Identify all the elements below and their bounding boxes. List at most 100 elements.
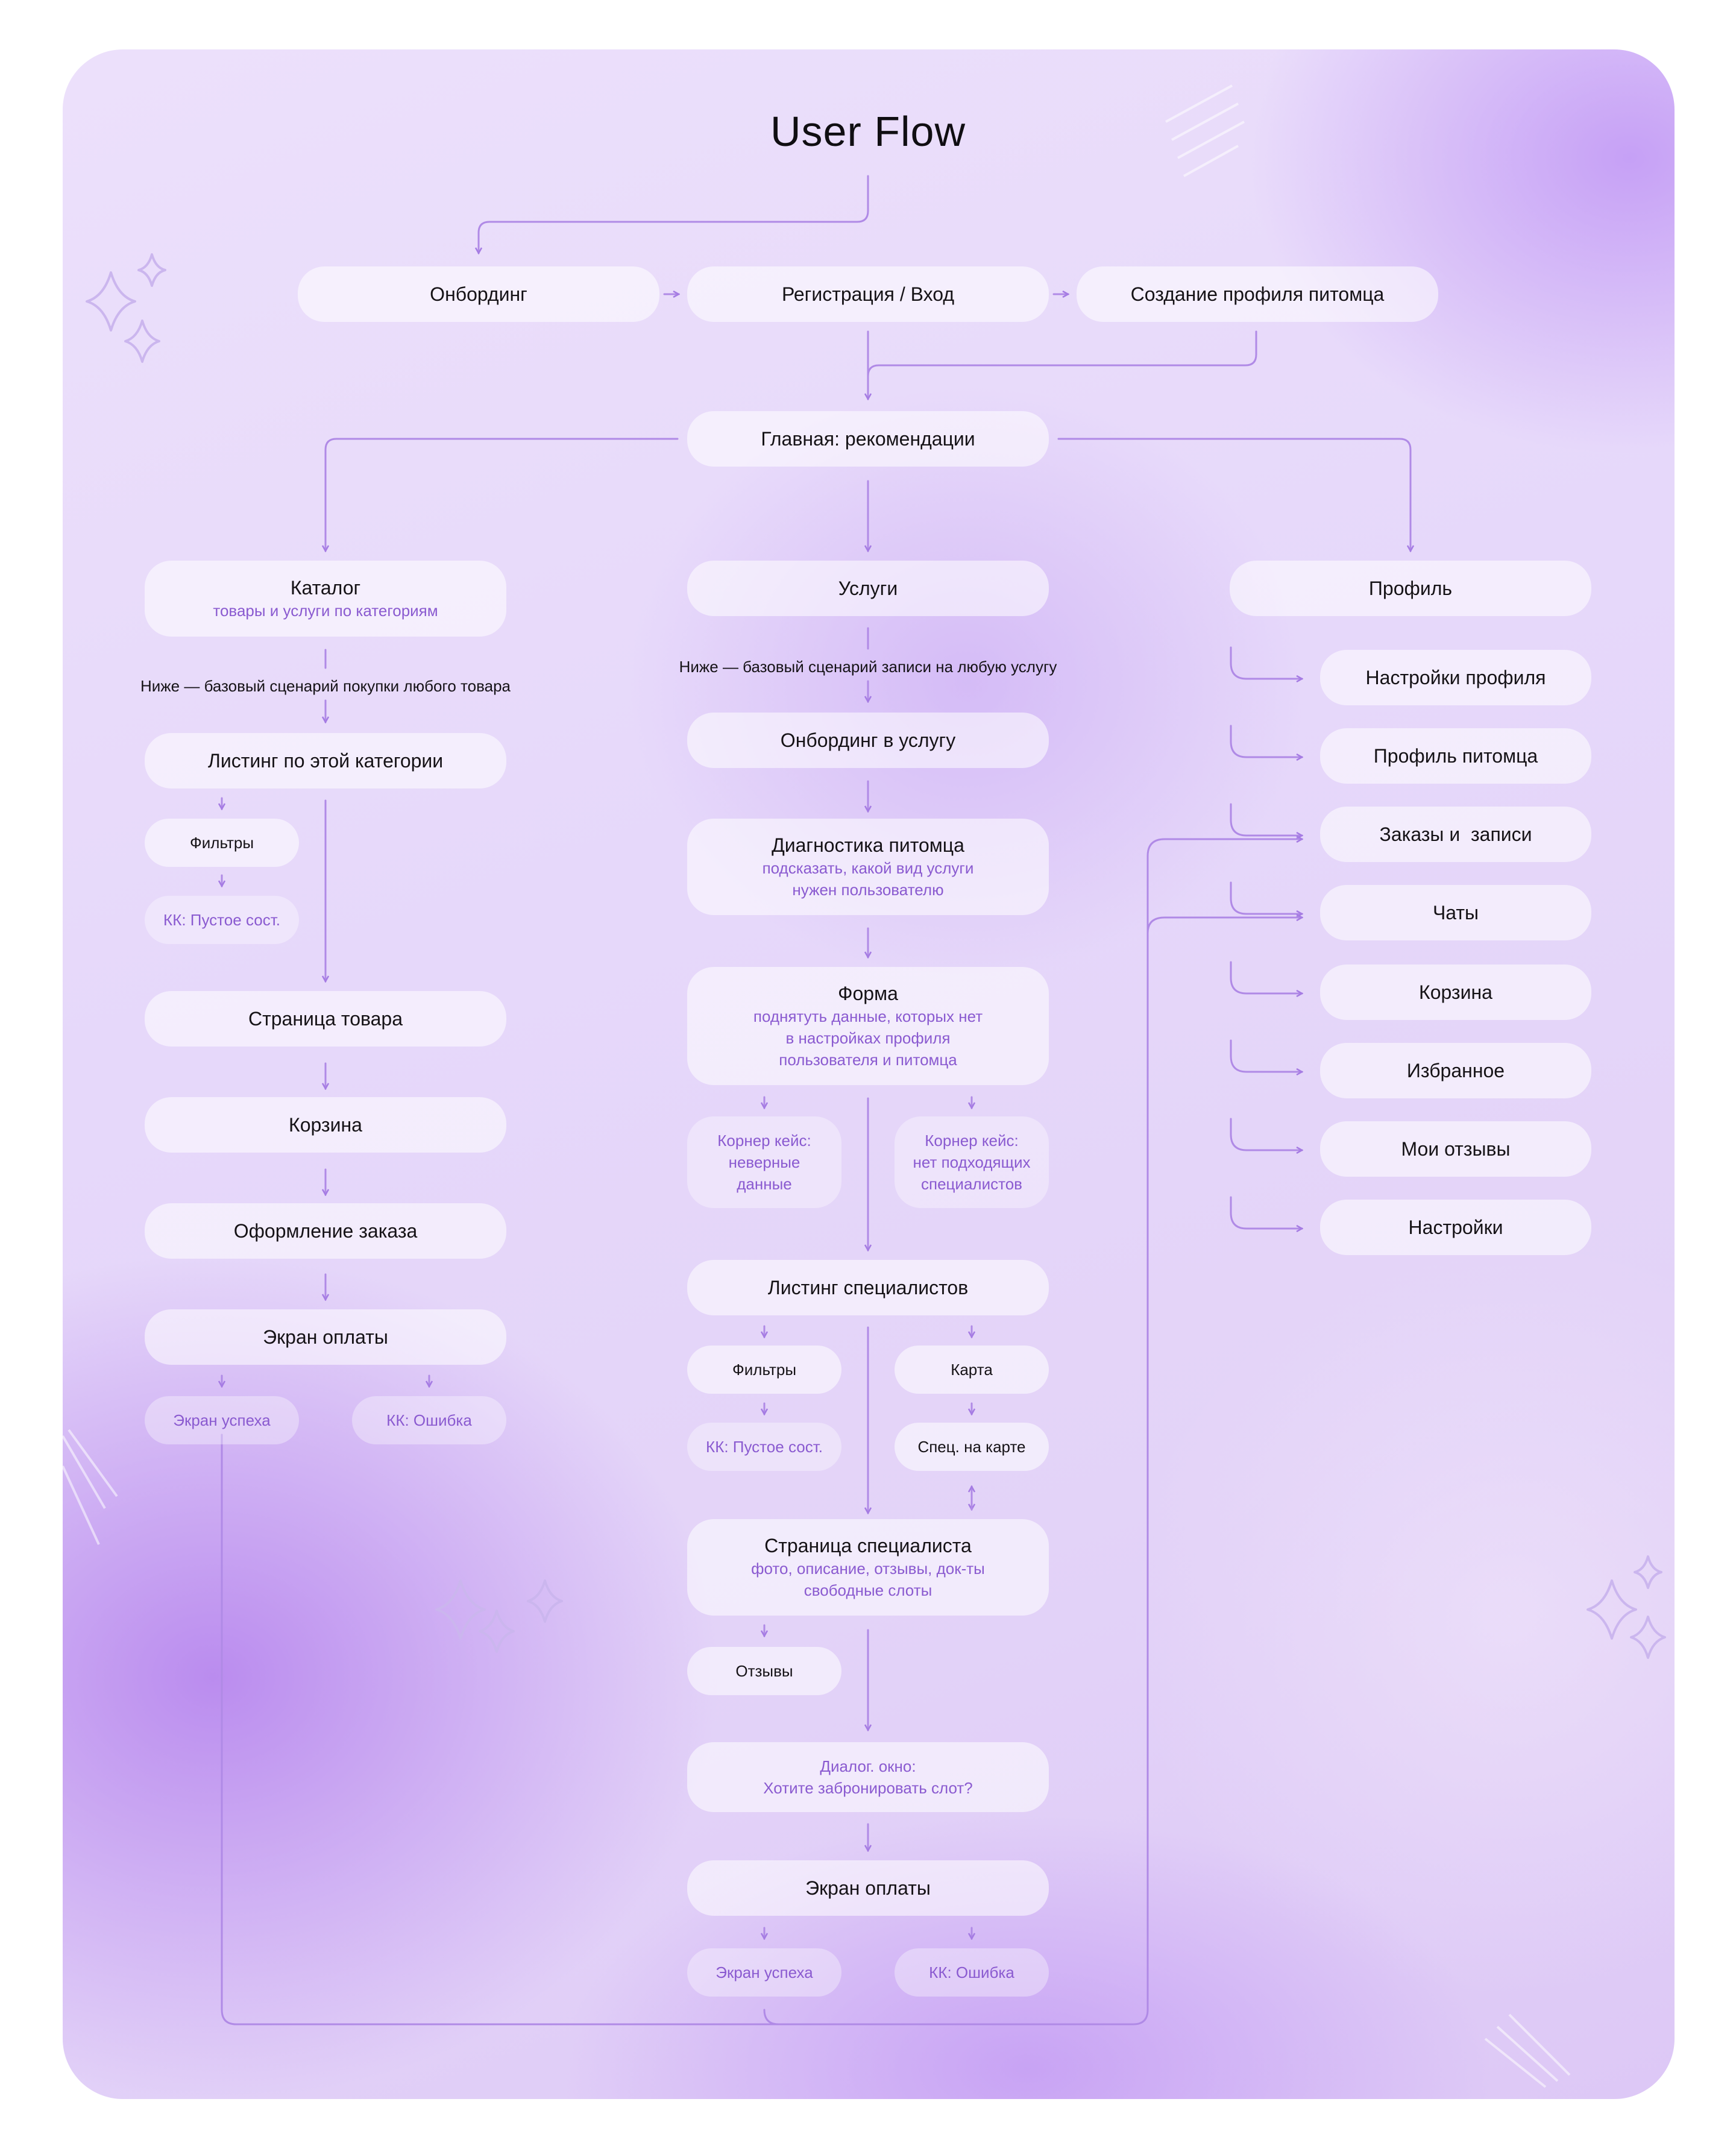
services-error-node: КК: Ошибка (895, 1948, 1049, 1997)
node-label: КК: Ошибка (929, 1963, 1014, 1981)
node-sublabel: в настройках профиля (785, 1029, 951, 1047)
profile-node: Профиль (1230, 561, 1591, 616)
scribble-decoration (1484, 2013, 1571, 2088)
page-title: User Flow (770, 108, 966, 155)
node-label: Чаты (1432, 902, 1479, 924)
services-payment-node: Экран оплаты (687, 1860, 1049, 1916)
node-label: Избранное (1406, 1060, 1505, 1081)
node-label: Настройки профиля (1365, 667, 1546, 688)
node-label: данные (737, 1175, 792, 1193)
profile-item-cart: Корзина (1320, 965, 1591, 1020)
profile-item-pet-profile: Профиль питомца (1320, 728, 1591, 784)
registration-node: Регистрация / Вход (687, 266, 1049, 322)
decorative-background (63, 84, 1666, 2088)
connector (1146, 917, 1302, 934)
booking-dialog-node: Диалог. окно: Хотите забронировать слот? (687, 1742, 1049, 1812)
profile-item-settings: Настройки (1320, 1200, 1591, 1255)
sparkle-icon (479, 1610, 515, 1653)
node-label: Настройки (1408, 1217, 1503, 1238)
onboarding-node: Онбординг (298, 266, 659, 322)
catalog-scenario-note: Ниже — базовый сценарий покупки любого т… (140, 677, 511, 695)
node-label: Отзывы (735, 1662, 793, 1680)
profile-item-favorites: Избранное (1320, 1043, 1591, 1098)
services-node: Услуги (687, 561, 1049, 616)
connector (221, 839, 1302, 2025)
connector (763, 2009, 780, 2025)
scribble-decoration (63, 1429, 118, 1545)
connector (326, 438, 679, 551)
node-label: Создание профиля питомца (1130, 283, 1385, 305)
sparkle-icon (527, 1579, 563, 1623)
node-label: Диалог. окно: (820, 1757, 916, 1775)
home-recommendations-node: Главная: рекомендации (687, 411, 1049, 467)
node-label: Заказы и записи (1379, 823, 1532, 845)
corner-case-no-specialists-node: Корнер кейс: нет подходящих специалистов (895, 1116, 1049, 1208)
node-label: КК: Пустое сост. (706, 1438, 823, 1456)
service-onboarding-node: Онбординг в услугу (687, 713, 1049, 768)
node-label: Каталог (290, 577, 361, 599)
connector (1230, 961, 1302, 993)
node-sublabel: пользователя и питомца (779, 1051, 957, 1069)
node-sublabel: фото, описание, отзывы, док-ты (751, 1560, 985, 1578)
pet-diagnostics-node: Диагностика питомца подсказать, какой ви… (687, 819, 1049, 915)
reviews-node: Отзывы (687, 1647, 841, 1695)
connector (1230, 1039, 1302, 1072)
profile-item-settings-profile: Настройки профиля (1320, 650, 1591, 705)
form-node: Форма поднятуть данные, которых нет в на… (687, 967, 1049, 1085)
node-label: неверные (728, 1153, 800, 1171)
node-label: Экран успеха (173, 1411, 271, 1429)
services-success-node: Экран успеха (687, 1948, 841, 1997)
map-node: Карта (895, 1346, 1049, 1394)
connector (1057, 438, 1410, 551)
catalog-error-node: КК: Ошибка (352, 1396, 506, 1444)
node-sublabel: товары и услуги по категориям (213, 602, 438, 620)
product-page-node: Страница товара (145, 991, 506, 1047)
category-listing-node: Листинг по этой категории (145, 733, 506, 788)
node-label: Карта (951, 1361, 993, 1379)
profile-item-my-reviews: Мои отзывы (1320, 1121, 1591, 1177)
node-label: Регистрация / Вход (781, 283, 955, 305)
scribble-decoration (1165, 84, 1245, 177)
node-label: Форма (838, 983, 898, 1004)
node-sublabel: подсказать, какой вид услуги (762, 859, 974, 877)
sparkle-icon (124, 319, 160, 363)
sparkle-icon (1634, 1555, 1662, 1589)
specialist-listing-node: Листинг специалистов (687, 1260, 1049, 1315)
catalog-payment-node: Экран оплаты (145, 1309, 506, 1365)
node-label: Экран оплаты (805, 1877, 931, 1899)
node-label: Онбординг (430, 283, 527, 305)
catalog-filters-node: Фильтры (145, 819, 299, 867)
node-label: Мои отзывы (1401, 1138, 1511, 1160)
node-label: Онбординг в услугу (780, 729, 956, 751)
node-label: КК: Ошибка (386, 1411, 472, 1429)
connector (1230, 881, 1302, 914)
connector (1230, 725, 1302, 757)
node-label: Экран успеха (715, 1963, 813, 1981)
node-sublabel: нужен пользователю (792, 881, 944, 899)
services-scenario-note: Ниже — базовый сценарий записи на любую … (679, 658, 1057, 676)
node-label: нет подходящих (913, 1153, 1031, 1171)
catalog-empty-state-node: КК: Пустое сост. (145, 896, 299, 944)
pet-profile-create-node: Создание профиля питомца (1077, 266, 1438, 322)
sparkle-icon (435, 1579, 486, 1640)
node-label: Экран оплаты (263, 1326, 388, 1348)
services-filters-node: Фильтры (687, 1346, 841, 1394)
cart-node: Корзина (145, 1097, 506, 1153)
connector (867, 330, 1257, 387)
node-label: Страница специалиста (764, 1535, 972, 1556)
node-label: Корзина (289, 1114, 362, 1136)
node-label: Спец. на карте (917, 1438, 1026, 1456)
node-label: Листинг специалистов (767, 1277, 969, 1298)
node-sublabel: поднятуть данные, которых нет (753, 1007, 983, 1025)
node-label: Корнер кейс: (925, 1132, 1019, 1150)
catalog-success-node: Экран успеха (145, 1396, 299, 1444)
corner-case-wrong-data-node: Корнер кейс: неверные данные (687, 1116, 841, 1208)
node-label: Страница товара (248, 1008, 403, 1030)
node-label: специалистов (921, 1175, 1022, 1193)
node-label: Главная: рекомендации (761, 428, 975, 450)
node-label: Профиль питомца (1373, 745, 1538, 767)
specialist-on-map-node: Спец. на карте (895, 1423, 1049, 1471)
node-label: Хотите забронировать слот? (763, 1779, 973, 1797)
connector (1230, 646, 1302, 679)
